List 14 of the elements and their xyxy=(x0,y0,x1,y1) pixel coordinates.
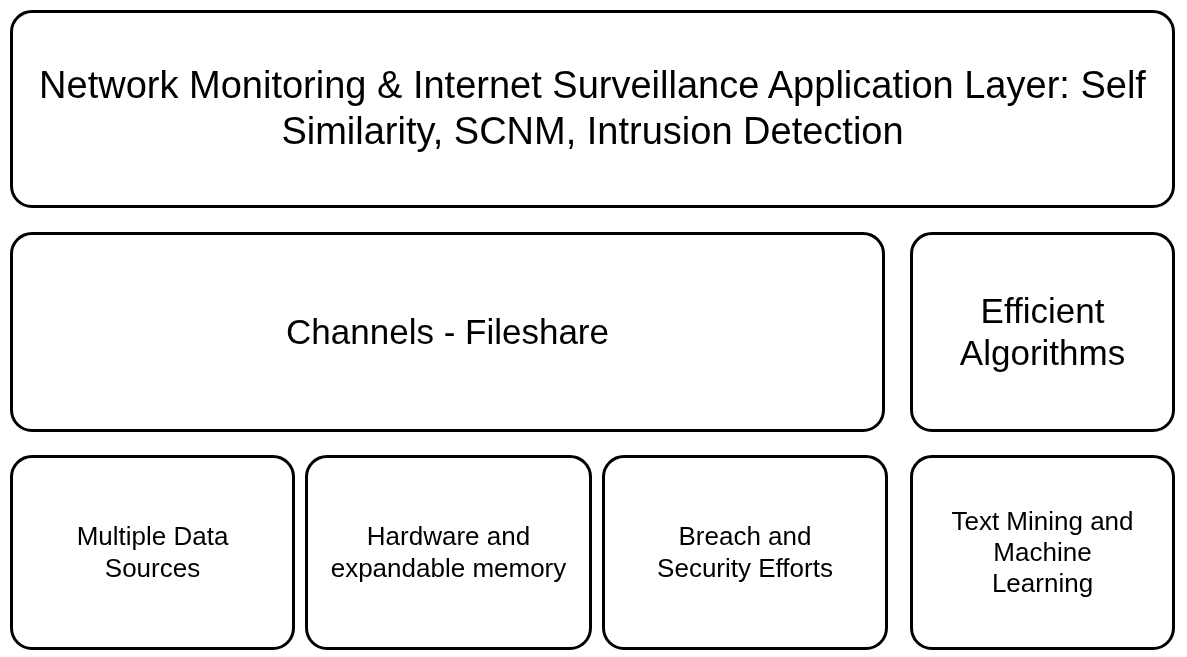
layer-box xyxy=(10,10,1175,208)
layer-label: Multiple Data Sources xyxy=(75,521,230,584)
layer-box xyxy=(910,232,1175,432)
layer-box xyxy=(602,455,888,650)
layer-box xyxy=(910,455,1175,650)
layer-box xyxy=(305,455,592,650)
layer-label: Channels - Fileshare xyxy=(286,311,609,353)
layer-label: Hardware and expandable memory xyxy=(329,521,568,584)
layer-label: Network Monitoring & Internet Surveillance Application Layer: Self Similarity, SCNM, Intrusion Detection xyxy=(38,63,1147,154)
layer-label: Breach and Security Efforts xyxy=(656,521,834,584)
layer-box xyxy=(10,232,885,432)
layer-box xyxy=(10,455,295,650)
layer-label: Efficient Algorithms xyxy=(958,290,1127,374)
layer-label: Text Mining and Machine Learning xyxy=(950,505,1135,600)
